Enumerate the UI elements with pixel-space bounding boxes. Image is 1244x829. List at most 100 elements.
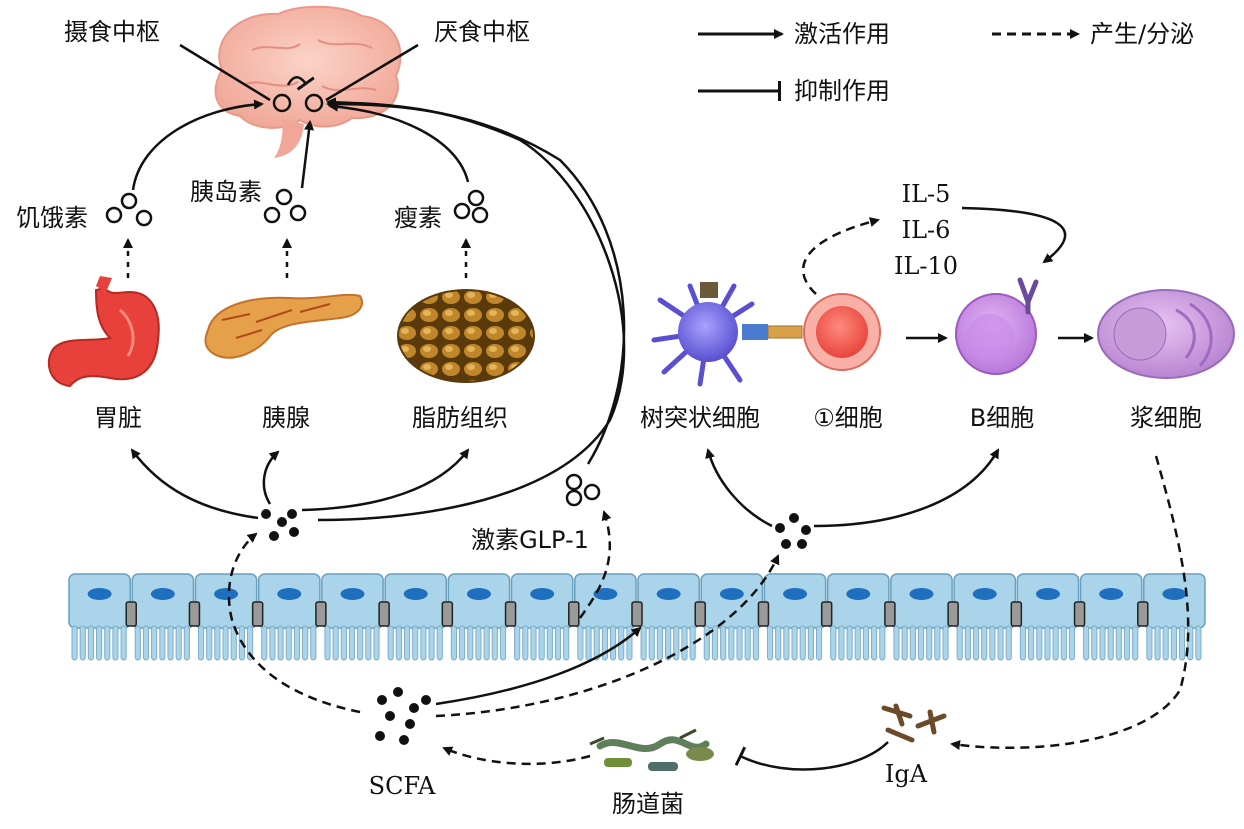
insulin-to-brain-arrow	[300, 120, 315, 189]
cell1-icon	[803, 293, 881, 371]
epithelial-cell	[257, 573, 321, 661]
inhibit-feeding-link	[286, 76, 315, 91]
plasma-cell-icon	[1097, 289, 1235, 379]
satiety-center-label: 厌食中枢	[434, 18, 530, 46]
pancreas-label: 胰腺	[262, 404, 310, 432]
leptin-to-brain-arrow	[328, 101, 470, 183]
stomach-label: 胃脏	[94, 404, 142, 432]
tight-junction	[694, 601, 706, 627]
to-pancreas-arrow	[262, 450, 280, 505]
cell1-label: ①细胞	[813, 404, 883, 432]
tight-junction	[251, 601, 264, 627]
tight-junction	[947, 601, 959, 627]
epithelial-cell	[1143, 573, 1206, 661]
legend-activate-label: 激活作用	[794, 20, 890, 48]
iga-label: IgA	[884, 760, 928, 788]
epithelial-cell	[68, 573, 131, 661]
tight-junction	[188, 601, 201, 627]
cell1-secrete-cytokines-arrow	[801, 217, 880, 295]
epithelial-cell	[763, 573, 827, 661]
dendritic-cell-label: 树突状细胞	[640, 404, 760, 432]
insulin-label: 胰岛素	[190, 178, 262, 206]
leptin-label: 瘦素	[394, 204, 442, 232]
to-adipose-arrow	[301, 448, 470, 512]
il5-label: IL-5	[901, 180, 951, 208]
molecules-right-icon	[775, 513, 811, 549]
bcell-label: B细胞	[969, 404, 1035, 432]
epithelial-cell	[1079, 573, 1143, 661]
epithelial-cell	[826, 573, 890, 661]
satiety-center-icon	[304, 93, 324, 113]
epithelial-cell	[890, 573, 953, 661]
tight-junction	[1010, 601, 1023, 627]
cytokine-to-bcell-arrow	[961, 206, 1067, 264]
glp1-icon	[565, 473, 601, 507]
ghrelin-label: 饥饿素	[16, 204, 88, 232]
il10-label: IL-10	[893, 252, 959, 280]
epithelial-cell	[131, 573, 195, 661]
epithelium-to-glp1-arrow	[578, 510, 612, 619]
tight-junction	[378, 601, 390, 627]
epithelial-cell	[384, 573, 448, 661]
plasma-to-iga-arrow	[950, 455, 1190, 751]
gut-bacteria-label: 肠道菌	[612, 790, 684, 818]
legend-inhibit-label: 抑制作用	[794, 77, 890, 105]
scfa-molecules-icon	[375, 687, 431, 745]
feeding-center-icon	[272, 93, 292, 113]
scfa-to-epithelium-arrow	[435, 626, 642, 706]
epithelial-cell	[447, 573, 511, 661]
tight-junction	[820, 601, 833, 627]
scfa-to-immune-arrow	[435, 554, 780, 718]
iga-icon	[881, 703, 947, 743]
bcell-icon	[955, 277, 1039, 375]
bacteria-to-scfa-arrow	[442, 746, 591, 766]
scfa-to-brain-arrow	[317, 97, 626, 522]
tight-junction	[1073, 601, 1086, 627]
adipose-icon	[397, 289, 535, 383]
tight-junction	[884, 601, 896, 627]
leptin-icon	[453, 189, 489, 224]
intestinal-epithelium	[68, 573, 1206, 661]
scfa-label: SCFA	[368, 772, 436, 800]
tight-junction	[1137, 601, 1149, 627]
epithelial-cell	[321, 573, 384, 661]
epithelial-cell	[1016, 573, 1080, 661]
tight-junction	[125, 601, 137, 627]
antigen-presentation-link	[767, 325, 803, 339]
adipose-label: 脂肪组织	[412, 404, 508, 432]
feeding-center-label: 摄食中枢	[64, 18, 160, 46]
legend-secrete-label: 产生/分泌	[1090, 20, 1195, 48]
brain-icon	[214, 5, 402, 158]
legend	[698, 29, 1080, 101]
epithelial-cell	[194, 573, 258, 661]
pancreas-icon	[204, 293, 363, 359]
epithelial-cell	[700, 573, 764, 661]
epithelial-cell	[953, 573, 1017, 661]
to-stomach-arrow	[130, 448, 259, 520]
to-bcell-arrow	[813, 448, 1000, 528]
to-dendritic-arrow	[705, 448, 773, 528]
epithelial-cell	[574, 573, 637, 661]
satiety-center-pointer	[325, 43, 419, 102]
tight-junction	[631, 601, 643, 627]
molecules-left-icon	[261, 509, 299, 541]
tight-junction	[757, 601, 770, 627]
feeding-center-pointer	[179, 43, 271, 102]
glp1-label: 激素GLP-1	[471, 526, 589, 554]
scfa-to-molecules-arrow	[227, 532, 361, 714]
tight-junction	[568, 601, 580, 627]
epithelial-cell	[510, 573, 574, 661]
plasma-cell-label: 浆细胞	[1130, 404, 1202, 432]
tight-junction	[315, 601, 327, 627]
tight-junction	[441, 601, 454, 627]
ghrelin-to-brain-arrow	[131, 99, 264, 191]
tight-junction	[504, 601, 517, 627]
insulin-icon	[263, 188, 307, 224]
gut-bacteria-icon	[589, 728, 714, 771]
il6-label: IL-6	[901, 216, 951, 244]
epithelial-cell	[637, 573, 700, 661]
stomach-icon	[47, 276, 160, 388]
iga-inhibit-bacteria	[734, 741, 889, 771]
